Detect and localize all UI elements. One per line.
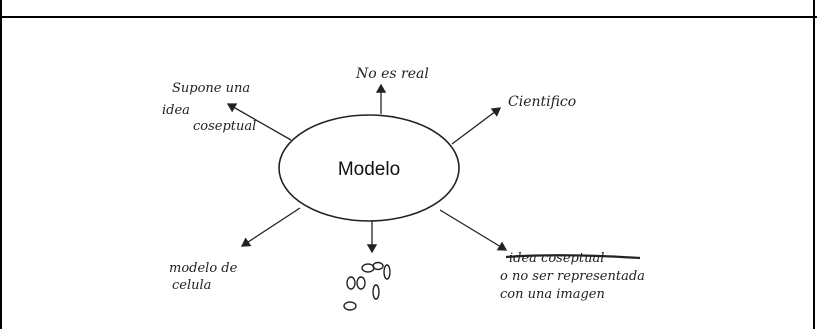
arrow-bottom-left [240,207,301,247]
table-header-border [0,0,817,18]
branch-bottom-left-line-2: celula [172,278,211,293]
branch-bottom-right-struck: idea coseptual [509,251,604,266]
branch-bottom-right-line-2: con una imagen [500,287,605,302]
table-left-border [0,0,2,329]
bottom-scribbles [343,261,391,311]
table-right-border [813,0,815,329]
branch-top-left-line-1: Supone una [172,81,250,96]
branch-top-text: No es real [355,66,429,82]
branch-bottom-left-line-1: modelo de [169,261,238,276]
branch-bottom-right-line-1: o no ser representada [500,269,645,284]
arrow-bottom-right [439,209,508,251]
arrow-top-right [451,107,502,145]
branch-top-left-line-3: coseptual [193,119,256,134]
branch-top-right-text: Cientifico [508,94,576,110]
center-ellipse [278,114,460,222]
strike-mark [505,254,641,260]
center-label: Modelo [338,159,400,180]
arrow-top-left [226,103,292,141]
branch-top-left-line-2: idea [162,103,190,118]
